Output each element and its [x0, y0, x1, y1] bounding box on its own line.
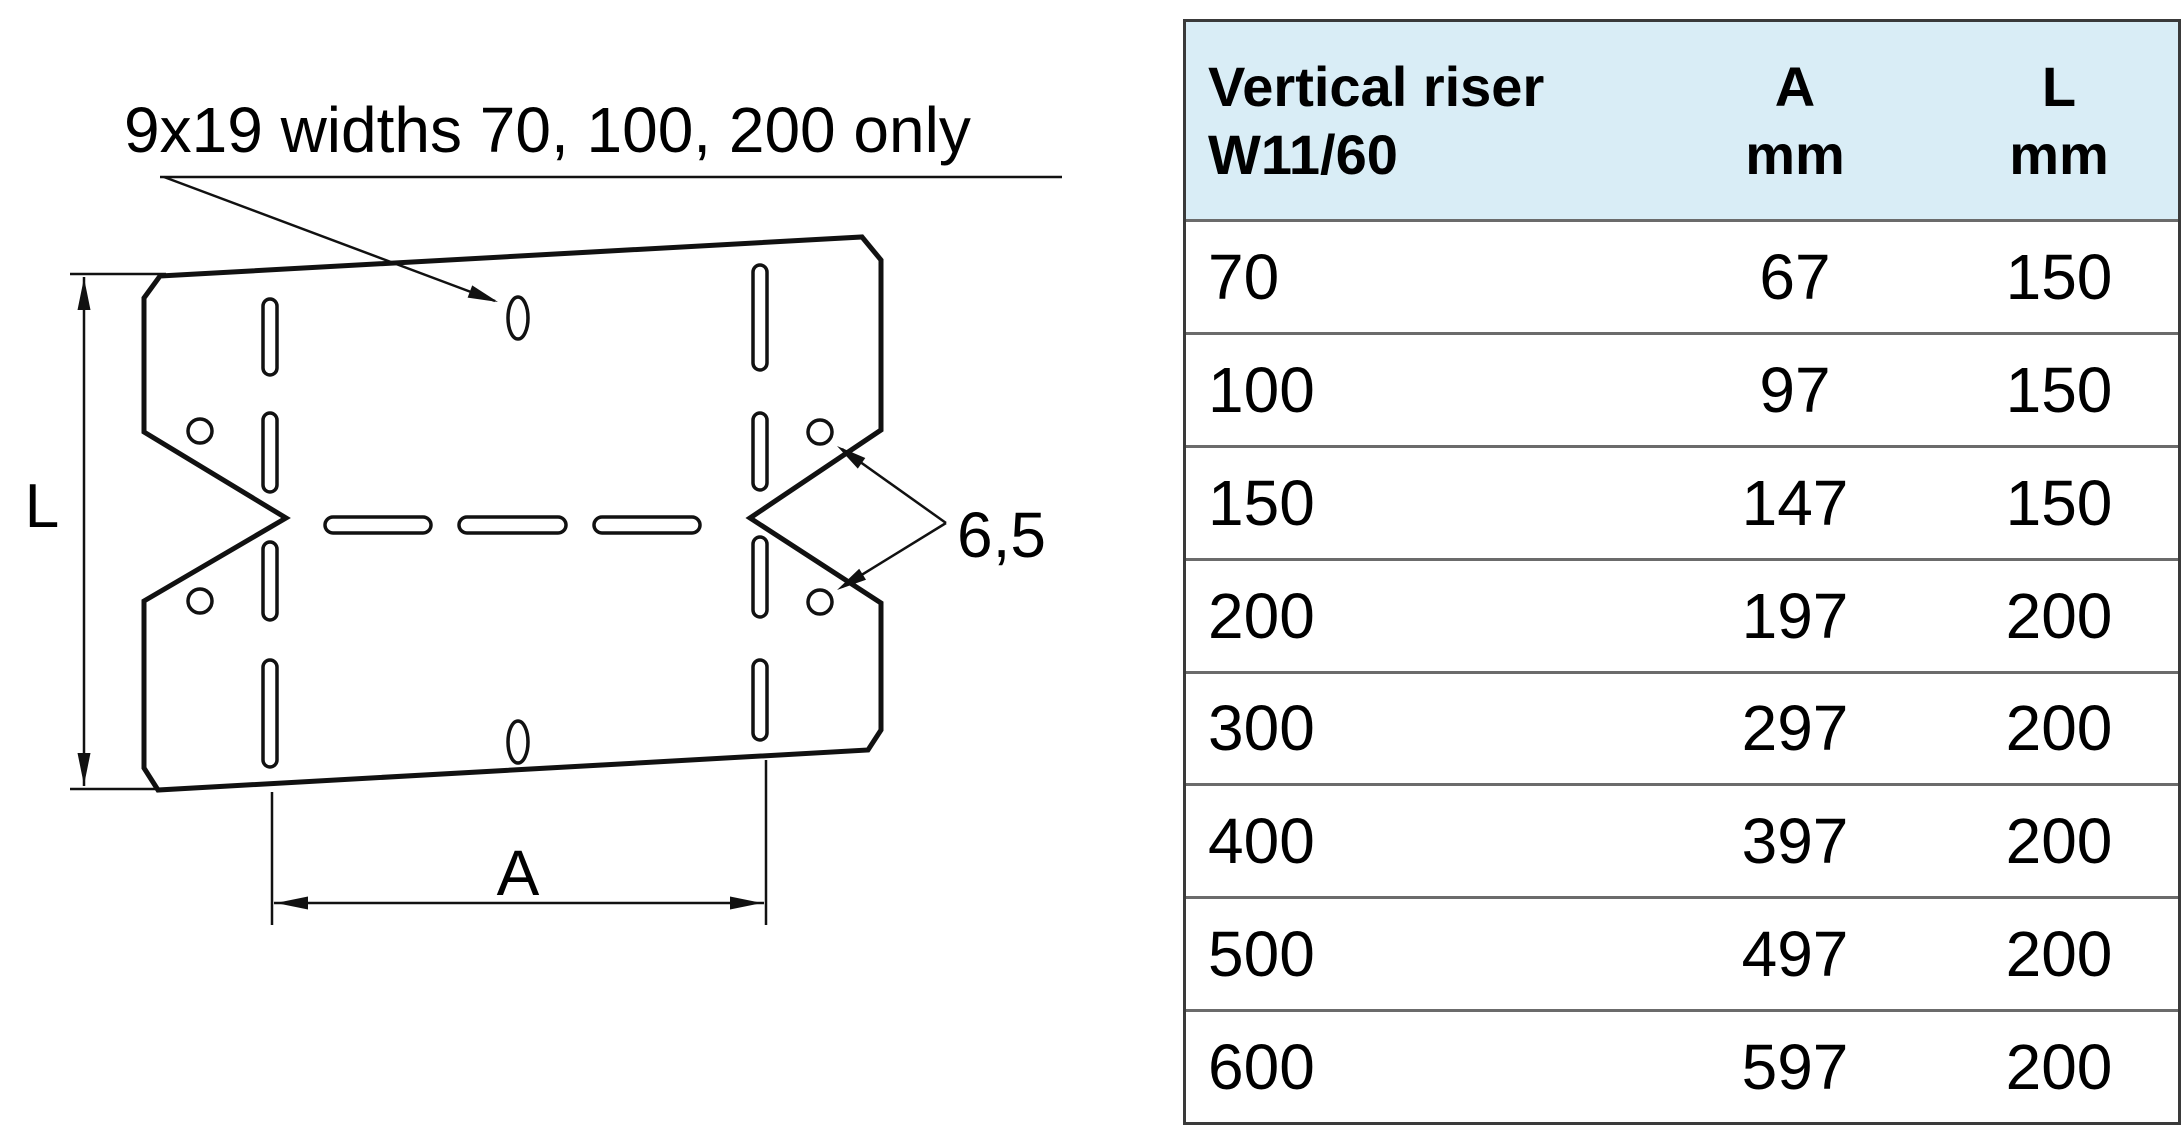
header-A-line2: mm [1745, 122, 1845, 186]
top-oval-slot [506, 295, 530, 341]
vertical-riser-drawing: L A 9x19 widths 70, 100, 200 only [25, 94, 1062, 925]
cell-a-mm: 497 [1741, 918, 1849, 991]
arrowhead-left [276, 896, 308, 910]
dimension-A: A [270, 760, 768, 925]
slot [261, 411, 279, 494]
cell-l-mm: 200 [2005, 918, 2113, 991]
cell-l-mm: 150 [2005, 466, 2113, 539]
center-slot-row [323, 515, 702, 535]
hole [806, 588, 834, 616]
slot [751, 263, 769, 372]
arrowhead-up [77, 278, 91, 310]
cell-a-mm: 297 [1741, 692, 1849, 765]
table-row: 400 397 200 [1186, 783, 2178, 896]
arrowhead-right [730, 896, 762, 910]
hole [186, 587, 214, 615]
slot [457, 515, 568, 535]
header-L-column: L mm [1940, 53, 2178, 189]
plate-outline [141, 234, 884, 793]
table-row: 200 197 200 [1186, 557, 2178, 671]
header-L-line1: L [2041, 54, 2077, 118]
cell-width: 400 [1208, 805, 1315, 878]
cell-l-mm: 200 [2005, 1031, 2113, 1104]
table-row: 500 497 200 [1186, 896, 2178, 1009]
cell-width: 150 [1208, 466, 1315, 539]
slot-annotation: 9x19 widths 70, 100, 200 only [124, 94, 1062, 303]
slot [751, 535, 769, 619]
slot-annotation-label: 9x19 widths 70, 100, 200 only [124, 94, 971, 166]
cell-a-mm: 197 [1741, 579, 1849, 652]
arrowhead-lower-hole [837, 568, 866, 590]
cell-l-mm: 200 [2005, 692, 2113, 765]
slot [751, 411, 769, 492]
dim-A-label: A [497, 837, 540, 909]
arrowhead-down [77, 753, 91, 785]
hole-diameter-label: 6,5 [957, 499, 1046, 571]
table-row: 70 67 150 [1186, 219, 2178, 332]
slot [261, 297, 279, 377]
slot [261, 540, 279, 622]
cell-width: 100 [1208, 353, 1315, 426]
hole [186, 417, 214, 445]
table-row: 300 297 200 [1186, 670, 2178, 784]
cell-width: 200 [1208, 579, 1315, 652]
slot [751, 658, 769, 742]
arrowhead-leader [467, 285, 498, 302]
mounting-holes [186, 417, 834, 616]
cell-l-mm: 150 [2005, 240, 2113, 313]
cell-a-mm: 97 [1759, 353, 1831, 426]
cell-width: 600 [1208, 1031, 1315, 1104]
cell-width: 300 [1208, 692, 1315, 765]
bottom-oval-slot [506, 719, 530, 765]
cell-a-mm: 397 [1741, 805, 1849, 878]
slot [261, 658, 279, 769]
cell-l-mm: 200 [2005, 579, 2113, 652]
cell-a-mm: 597 [1741, 1031, 1849, 1104]
cell-width: 70 [1208, 240, 1280, 313]
hole [806, 418, 834, 446]
cell-a-mm: 147 [1741, 466, 1849, 539]
header-L-line2: mm [2009, 122, 2109, 186]
spec-table: Vertical riser W11/60 A mm L mm 70 67 15… [1183, 19, 2181, 1125]
table-row: 150 147 150 [1186, 444, 2178, 558]
cell-width: 500 [1208, 918, 1315, 991]
dimension-L: L [25, 272, 166, 791]
slot [592, 515, 702, 535]
header-product-column: Vertical riser W11/60 [1186, 53, 1650, 189]
table-row: 100 97 150 [1186, 331, 2178, 445]
arrowhead-upper-hole [837, 446, 866, 469]
left-slot-column [261, 297, 279, 769]
header-product-line2: W11/60 [1208, 122, 1398, 186]
header-product-line1: Vertical riser [1208, 54, 1545, 118]
header-A-line1: A [1774, 54, 1816, 118]
cell-a-mm: 67 [1759, 240, 1831, 313]
table-header-row: Vertical riser W11/60 A mm L mm [1186, 22, 2178, 219]
header-A-column: A mm [1650, 53, 1940, 189]
table-row: 600 597 200 [1186, 1009, 2178, 1122]
dim-L-label: L [25, 472, 59, 541]
riser-plate-diagram: L A 9x19 widths 70, 100, 200 only [25, 94, 1062, 925]
right-slot-column [751, 263, 769, 742]
cell-l-mm: 200 [2005, 805, 2113, 878]
cell-l-mm: 150 [2005, 353, 2113, 426]
slot [323, 515, 433, 535]
hole-diameter-callout: 6,5 [837, 446, 1046, 590]
